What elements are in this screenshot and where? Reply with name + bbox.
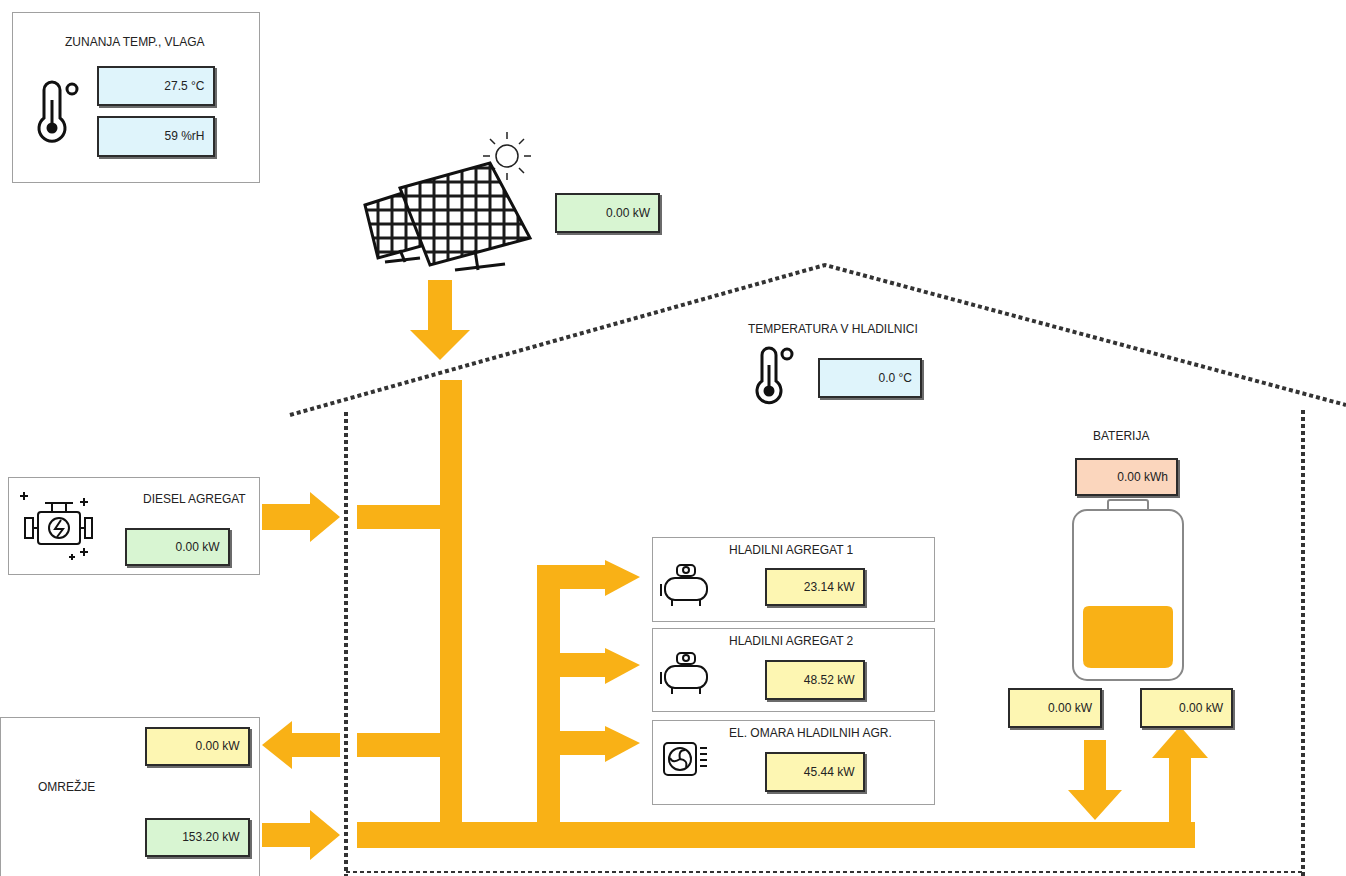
load-panel: EL. OMARA HLADILNIH AGR. 45.44 kW: [652, 720, 935, 805]
value-text: 0.00 kW: [195, 739, 239, 753]
bus-bar: [440, 380, 462, 848]
wall-outline: [1301, 410, 1305, 876]
value-box: 27.5 °C: [97, 66, 215, 106]
thermometer-icon: [757, 348, 792, 403]
value-text: 27.5 °C: [164, 79, 204, 93]
thermometer-icon: [39, 82, 77, 141]
value-text: 0.0 °C: [879, 371, 912, 385]
value-box: 45.44 kW: [765, 752, 865, 792]
panel-title: EL. OMARA HLADILNIH AGR.: [729, 726, 892, 740]
battery-icon: [1073, 500, 1183, 680]
bus-bar: [537, 565, 607, 589]
bus-bar: [537, 565, 560, 835]
bus-bar: [357, 505, 462, 529]
engine-icon: [20, 492, 92, 560]
compressor-icon: [661, 653, 707, 694]
value-box: 48.52 kW: [765, 660, 865, 700]
floor-outline: [346, 871, 1303, 873]
grid-panel: OMREŽJE 0.00 kW 153.20 kW: [0, 717, 260, 876]
value-text: 23.14 kW: [804, 580, 855, 594]
flow-arrow: [605, 648, 640, 684]
value-box: 0.00 kWh: [1075, 458, 1178, 496]
bus-bar: [537, 653, 607, 677]
value-box: 0.00 kW: [145, 727, 250, 766]
flow-arrow: [1152, 726, 1208, 835]
value-text: 59 %rH: [164, 129, 204, 143]
bus-bar: [537, 731, 607, 755]
panel-title: ZUNANJA TEMP., VLAGA: [65, 35, 205, 49]
fan-icon: [664, 743, 707, 775]
value-text: 153.20 kW: [182, 830, 239, 844]
value-box: 59 %rH: [97, 116, 215, 157]
info-panel: ZUNANJA TEMP., VLAGA 27.5 °C 59 %rH: [12, 12, 260, 183]
value-box: 23.14 kW: [765, 568, 865, 606]
panel-title: HLADILNI AGREGAT 2: [729, 634, 853, 648]
solar-panel: [365, 163, 530, 270]
value-text: 0.00 kW: [1048, 701, 1092, 715]
value-text: 0.00 kW: [175, 540, 219, 554]
flow-arrow: [605, 560, 640, 596]
bus-bar: [357, 733, 462, 757]
value-text: 0.00 kWh: [1117, 470, 1168, 484]
load-panel: HLADILNI AGREGAT 2 48.52 kW: [652, 628, 935, 712]
value-text: 0.00 kW: [1179, 701, 1223, 715]
wall-outline: [344, 412, 348, 876]
compressor-icon: [661, 565, 707, 606]
section-label: TEMPERATURA V HLADILNICI: [748, 322, 918, 336]
value-box: 0.0 °C: [818, 358, 922, 398]
value-box: 0.00 kW: [1140, 688, 1233, 728]
value-box: 0.00 kW: [1008, 688, 1102, 728]
section-label: BATERIJA: [1093, 429, 1149, 443]
flow-arrow: [262, 721, 340, 769]
panel-title: DIESEL AGREGAT: [143, 492, 246, 506]
load-panel: HLADILNI AGREGAT 1 23.14 kW: [652, 537, 935, 622]
flow-arrow: [410, 280, 470, 360]
value-box: 0.00 kW: [125, 528, 230, 566]
flow-arrow: [262, 810, 340, 860]
value-text: 0.00 kW: [606, 206, 650, 220]
value-box: 153.20 kW: [145, 818, 250, 857]
flow-arrow: [262, 492, 340, 542]
value-text: 45.44 kW: [804, 765, 855, 779]
value-box: 0.00 kW: [555, 193, 660, 233]
panel-title: HLADILNI AGREGAT 1: [729, 543, 853, 557]
flow-arrow: [605, 726, 640, 762]
source-panel: DIESEL AGREGAT 0.00 kW: [8, 477, 260, 575]
value-text: 48.52 kW: [804, 673, 855, 687]
bus-bar: [357, 822, 1195, 848]
flow-arrow: [1068, 740, 1122, 820]
panel-title: OMREŽJE: [38, 780, 95, 794]
